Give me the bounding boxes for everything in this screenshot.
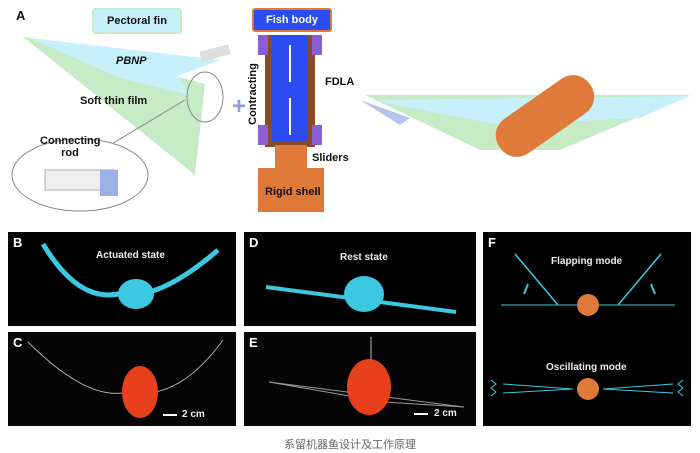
robot-photo-flapping (27, 339, 224, 418)
panel-letter: D (249, 235, 259, 250)
body-circle (577, 294, 599, 316)
soft-thin-film-label: Soft thin film (80, 95, 148, 107)
zoom-ring (186, 71, 224, 123)
pbnp-shape (30, 38, 220, 95)
contracting-label: Contracting (246, 63, 259, 125)
panel-b: B Actuated state (8, 232, 236, 326)
soft-thin-film-shape (22, 36, 205, 175)
flap-arrow-icon (523, 283, 656, 295)
mode-schematic (490, 253, 684, 400)
panel-e: E 2 cm (244, 332, 476, 426)
neck (275, 145, 307, 170)
plus-sign: + (232, 93, 246, 120)
rod-icon (199, 44, 231, 62)
sliders-label: Sliders (312, 152, 349, 164)
assembled-fish-body (495, 75, 595, 157)
panel-letter: C (13, 335, 23, 350)
slider (258, 125, 268, 145)
scale-bar-label: 2 cm (182, 409, 205, 420)
panel-letter: B (13, 235, 23, 250)
robot-photo-rest (268, 337, 465, 415)
body-circle (577, 378, 599, 400)
fdla-label: FDLA (325, 76, 355, 88)
panel-d: D Rest state (244, 232, 476, 326)
rigid-shell-label: Rigid shell (265, 186, 321, 198)
arrow-right-icon (360, 100, 410, 125)
pectoral-fin-label: Pectoral fin (92, 8, 182, 34)
slider (258, 35, 268, 55)
rest-state-title: Rest state (340, 252, 388, 263)
scale-bar-label: 2 cm (434, 408, 457, 419)
panel-letter: F (488, 235, 496, 250)
leader-line (109, 99, 186, 146)
actuated-fish-render (40, 242, 220, 309)
actuated-state-title: Actuated state (96, 250, 165, 261)
panel-letter: A (16, 8, 26, 23)
panel-letter: E (249, 335, 258, 350)
rest-fish-render (265, 276, 457, 314)
flapping-mode-title: Flapping mode (551, 256, 623, 267)
panel-f: F Flapping mode Oscillating mode (483, 232, 691, 426)
figure-caption: 系留机器鱼设计及工作原理 (284, 439, 416, 451)
connecting-rod-label: Connecting rod (40, 135, 101, 159)
oscillating-mode-title: Oscillating mode (546, 362, 627, 373)
pbnp-label: PBNP (116, 55, 147, 67)
slider (312, 125, 322, 145)
fish-body-label: Fish body (252, 8, 332, 32)
vibration-icon (490, 379, 684, 397)
rigid-shell-shape (258, 168, 324, 212)
panel-a-illustration: + (11, 35, 690, 212)
panel-c: C 2 cm (8, 332, 236, 426)
slider (312, 35, 322, 55)
rod-end (100, 170, 118, 196)
